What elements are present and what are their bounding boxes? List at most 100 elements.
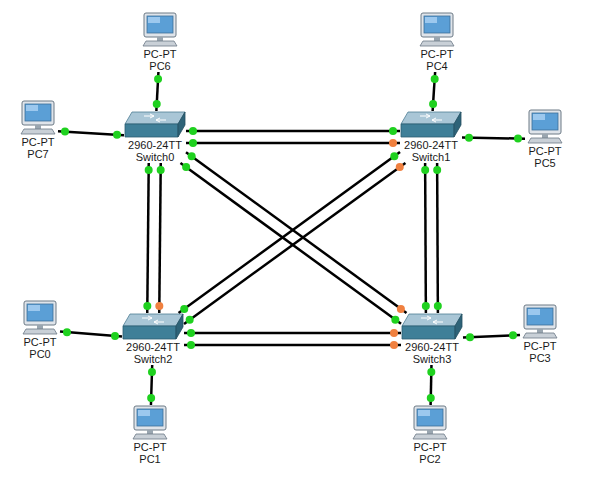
device-model-label: PC-PT [23,336,58,348]
port-status-dot [147,394,155,402]
port-status-dot [186,316,194,324]
pc-node: PC-PTPC2 [410,405,450,465]
network-link [180,163,401,324]
pc-icon [130,405,170,441]
port-status-dot [153,100,161,108]
port-status-dot [113,131,121,139]
network-link [184,332,401,335]
port-status-dot [61,128,69,136]
port-status-dot [390,341,398,349]
port-status-dot [155,302,163,310]
port-status-dot [433,166,441,174]
port-status-dot [427,368,435,376]
network-link [184,163,405,324]
pc-icon [417,12,457,48]
port-status-dot [396,163,404,171]
port-status-dot [157,166,165,174]
port-status-dot [143,302,151,310]
network-link [186,142,400,145]
device-name-label: PC6 [148,60,171,72]
device-model-label: 2960-24TT [404,341,460,353]
device-name-label: PC4 [425,60,448,72]
device-name-label: PC7 [26,148,49,160]
device-name-label: Switch1 [411,151,452,163]
port-status-dot [434,302,442,310]
pc-node: PC-PTPC5 [525,109,565,169]
pc-node: PC-PTPC6 [140,12,180,72]
device-model-label: PC-PT [528,145,563,157]
port-status-dot [514,135,522,143]
port-status-dot [465,134,473,142]
device-model-label: PC-PT [133,441,168,453]
pc-icon [140,12,180,48]
port-status-dot [422,302,430,310]
port-status-dot [180,305,188,313]
port-status-dot [187,341,195,349]
switch-node: 2960-24TTSwitch2 [122,313,184,365]
port-status-dot [187,329,195,337]
pc-node: PC-PTPC4 [417,12,457,72]
pc-node: PC-PTPC7 [18,100,58,160]
device-model-label: 2960-24TT [127,139,183,151]
switch-icon [401,313,463,341]
device-model-label: 2960-24TT [403,139,459,151]
pc-node: PC-PTPC1 [130,405,170,465]
pc-icon [18,100,58,136]
port-status-dot [63,328,71,336]
network-link [159,163,160,313]
pc-icon [20,300,60,336]
device-model-label: PC-PT [143,48,178,60]
device-name-label: PC3 [528,352,551,364]
port-status-dot [390,152,398,160]
device-name-label: Switch2 [133,353,174,365]
network-link [424,163,427,313]
port-status-dot [389,139,397,147]
port-status-dot [431,75,439,83]
port-status-dot [466,333,474,341]
device-model-label: PC-PT [21,136,56,148]
switch-icon [124,111,186,139]
pc-icon [525,109,565,145]
pc-icon [520,304,560,340]
network-link [186,152,407,313]
device-model-label: 2960-24TT [125,341,181,353]
port-status-dot [145,166,153,174]
switch-icon [122,313,184,341]
port-status-dot [188,152,196,160]
device-model-label: PC-PT [413,441,448,453]
switch-node: 2960-24TTSwitch3 [401,313,463,365]
network-link [184,344,401,347]
port-status-dot [509,331,517,339]
port-status-dot [427,394,435,402]
device-model-label: PC-PT [523,340,558,352]
pc-node: PC-PTPC0 [20,300,60,360]
port-status-dot [111,332,119,340]
port-status-dot [148,368,156,376]
network-link [147,163,148,313]
switch-node: 2960-24TTSwitch1 [400,111,462,163]
port-status-dot [389,127,397,135]
device-name-label: PC5 [533,157,556,169]
port-status-dot [421,166,429,174]
device-name-label: PC1 [138,453,161,465]
device-name-label: PC2 [418,453,441,465]
network-link [186,130,400,133]
switch-node: 2960-24TTSwitch0 [124,111,186,163]
device-name-label: Switch0 [135,151,176,163]
device-name-label: PC0 [28,348,51,360]
port-status-dot [189,127,197,135]
port-status-dot [391,316,399,324]
pc-icon [410,405,450,441]
switch-icon [400,111,462,139]
device-name-label: Switch3 [412,353,453,365]
pc-node: PC-PTPC3 [520,304,560,364]
port-status-dot [189,139,197,147]
device-model-label: PC-PT [420,48,455,60]
network-link [179,152,400,313]
port-status-dot [429,100,437,108]
port-status-dot [390,329,398,337]
port-status-dot [182,163,190,171]
port-status-dot [397,305,405,313]
